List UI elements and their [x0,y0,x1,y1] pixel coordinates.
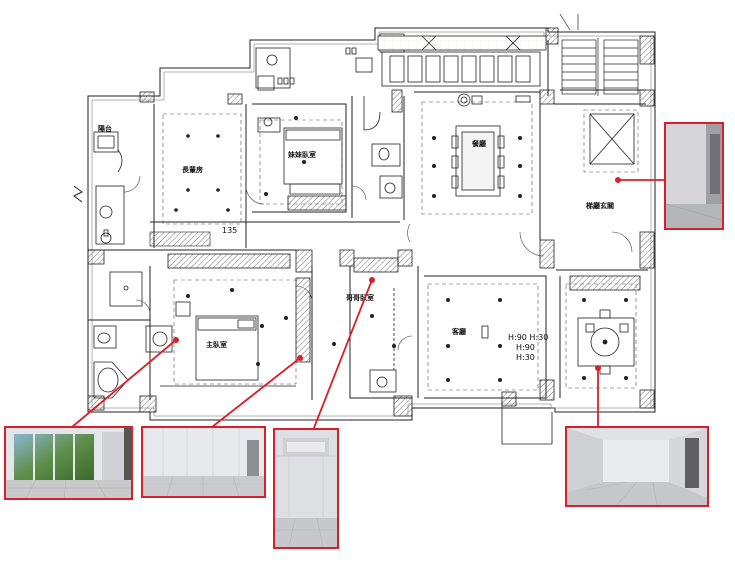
stairs [559,13,639,96]
callout-lines [65,179,676,439]
ceiling-lines [162,101,639,391]
room-label-master-bedroom: 主臥室 [206,340,227,349]
living-room [445,297,553,445]
room-label-brother-bedroom: 哥哥臥室 [346,293,374,302]
middle-bath [363,96,403,199]
photo-master-closet [141,426,266,498]
right-lower-room [569,275,641,380]
photo-living-room [565,426,709,507]
walls [87,27,655,417]
elder-room [149,134,230,247]
kitchen-cabinets [377,35,547,87]
balcony-area [73,131,125,245]
room-label-sister-bedroom: 妹妹臥室 [287,150,316,159]
elevator [589,113,635,165]
master-bedroom [160,253,311,387]
ceiling-height-2: H:90 [516,343,535,352]
room-label-dining: 餐廳 [471,139,486,148]
door-swings [123,175,633,351]
brother-bedroom [331,257,399,393]
photo-master-bedroom [4,426,133,500]
ceiling-height-1: H:90 H:30 [508,333,548,342]
partitions [88,40,648,400]
ceiling-height-3: H:30 [516,353,535,362]
lower-left-bath [93,271,173,399]
sister-bedroom [257,116,347,211]
dining-area [431,93,531,198]
room-label-entrance: 梯廳玄關 [586,201,614,210]
photo-entrance-hall [664,122,724,230]
room-label-elder-room: 長輩房 [182,165,203,174]
dimension-label: 135 [222,226,237,235]
room-label-balcony: 陽台 [98,124,112,133]
room-label-living: 客廳 [451,327,466,336]
photo-brother-bedroom [273,428,339,549]
